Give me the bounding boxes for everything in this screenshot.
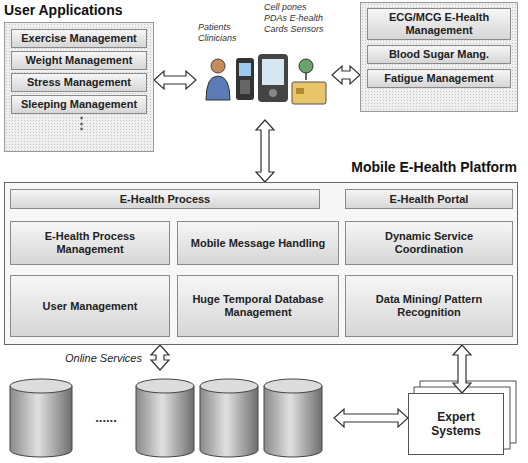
sensor — [299, 59, 313, 80]
double-block-arrow — [453, 345, 471, 393]
device-group: Patients Clinicians Cell pones PDAs E-hea… — [196, 0, 332, 120]
node-label: Expert Systems — [425, 410, 487, 439]
app-box: Blood Sugar Mang. — [367, 45, 511, 64]
node-label: Huge Temporal Database Management — [182, 293, 334, 318]
platform-module: Dynamic Service Coordination — [345, 221, 513, 265]
app-box: ECG/MCG E-Health Management — [367, 8, 511, 40]
node-label: Dynamic Service Coordination — [350, 230, 508, 255]
platform-module: E-Health Process Management — [10, 221, 170, 265]
double-block-arrow — [332, 66, 360, 84]
app-box: Exercise Management — [11, 29, 147, 48]
platform-module: Mobile Message Handling — [177, 221, 339, 265]
node-label: Data Mining/ Pattern Recognition — [350, 293, 508, 318]
platform-module: User Management — [10, 275, 170, 337]
platform-frame: Mobile E-Health PlatformE-Health Process… — [4, 182, 518, 345]
node-caption: Patients Clinicians — [198, 22, 242, 44]
platform-module: E-Health Process — [10, 189, 320, 209]
double-block-arrow — [256, 120, 274, 182]
app-box: Stress Management — [11, 73, 147, 92]
node-label: Sleeping Management — [21, 98, 137, 111]
node-label: Weight Management — [26, 54, 133, 67]
node-label: Stress Management — [27, 76, 131, 89]
pda — [258, 54, 288, 102]
expert-systems-box: Expert Systems — [408, 393, 504, 455]
double-block-arrow — [154, 71, 196, 89]
platform-module: E-Health Portal — [345, 189, 513, 209]
continuation-mark: ⋮ — [74, 114, 89, 132]
platform-module: Huge Temporal Database Management — [177, 275, 339, 337]
app-panel: ECG/MCG E-Health ManagementBlood Sugar M… — [360, 2, 518, 112]
node-caption: ...... — [78, 410, 134, 425]
e-health-card — [292, 82, 326, 104]
node-label: Fatigue Management — [384, 72, 493, 85]
cell-phone — [236, 58, 254, 100]
node-label: User Management — [43, 300, 138, 313]
heading: User Applications — [4, 2, 123, 18]
app-box: Fatigue Management — [367, 69, 511, 88]
edge-label: Online Services — [63, 352, 144, 364]
node-label: E-Health Portal — [390, 193, 469, 206]
node-label: Mobile Message Handling — [191, 237, 325, 250]
app-box: Weight Management — [11, 51, 147, 70]
platform-module: Data Mining/ Pattern Recognition — [345, 275, 513, 337]
node-label: E-Health Process — [120, 193, 210, 206]
double-block-arrow — [334, 409, 408, 427]
node-label: Exercise Management — [21, 32, 137, 45]
person-figure — [206, 59, 230, 100]
node-label: E-Health Process Management — [15, 230, 165, 255]
node-caption: Cell pones PDAs E-health Cards Sensors — [264, 2, 330, 34]
database-cylinder — [10, 379, 322, 457]
app-panel: Exercise ManagementWeight ManagementStre… — [4, 22, 154, 152]
node-caption: Mobile E-Health Platform — [351, 159, 517, 175]
node-label: Blood Sugar Mang. — [389, 48, 489, 61]
app-box: Sleeping Management — [11, 95, 147, 114]
database-group: ...... — [4, 370, 334, 458]
double-block-arrow — [151, 345, 169, 370]
node-label: ECG/MCG E-Health Management — [372, 11, 506, 36]
